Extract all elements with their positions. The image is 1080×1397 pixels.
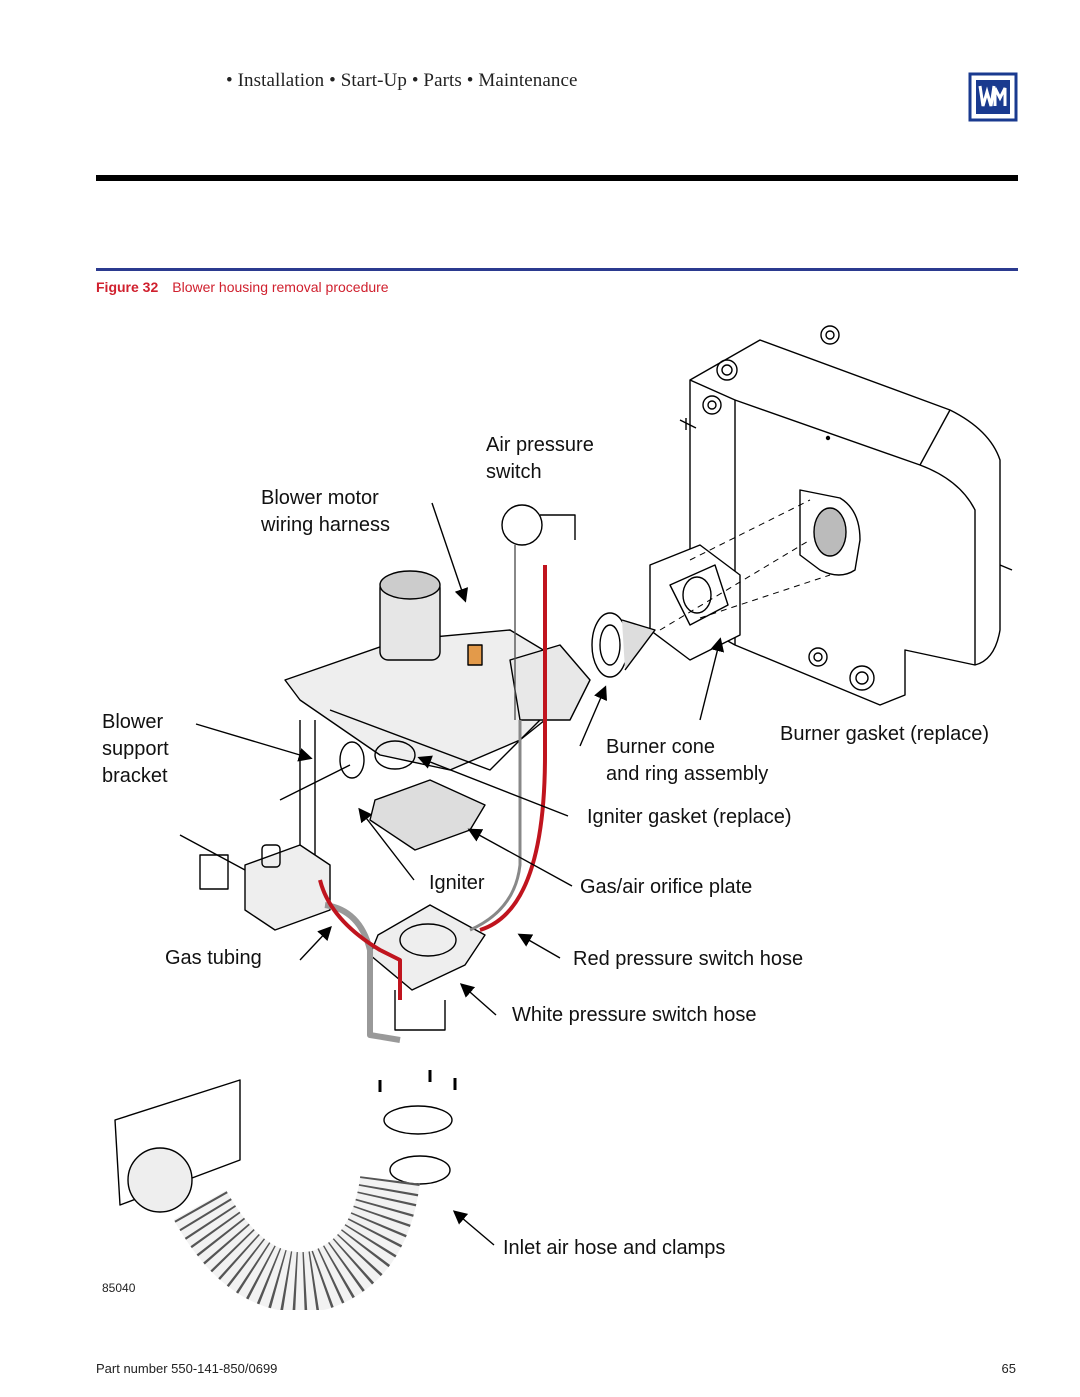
page-number: 65 (1001, 1361, 1016, 1376)
red-hose (479, 565, 547, 932)
gas-tube (324, 902, 401, 1043)
label-blower-motor-wiring-harness: Blower motor wiring harness (261, 487, 390, 536)
air-pressure-switch (501, 504, 576, 720)
label-air-pressure-switch: Air pressure switch (486, 434, 594, 483)
page-header-title: • Installation • Start-Up • Parts • Main… (226, 70, 578, 91)
burner-cone (591, 612, 656, 678)
label-blower-support-bracket: Blower support bracket (102, 711, 169, 787)
header-rule (96, 175, 1018, 181)
weil-mclain-logo (968, 72, 1018, 122)
figure-caption: Figure 32 Blower housing removal procedur… (96, 279, 389, 295)
label-red-pressure-switch-hose: Red pressure switch hose (573, 948, 804, 970)
inlet-hose (114, 1070, 457, 1310)
blower-assembly (284, 570, 591, 771)
white-hose (469, 720, 522, 932)
label-inlet-air-hose: Inlet air hose and clamps (503, 1237, 726, 1259)
blower-housing-diagram (114, 325, 1013, 1310)
figure-title: Blower housing removal procedure (172, 279, 389, 295)
heat-exchanger (679, 325, 1013, 706)
footer-part-number: Part number 550-141-850/0699 (96, 1361, 278, 1376)
igniter-gasket (369, 779, 486, 851)
figure-number: Figure 32 (96, 279, 159, 295)
orifice-plate (369, 904, 486, 1031)
label-white-pressure-switch-hose: White pressure switch hose (512, 1004, 757, 1026)
label-gas-air-orifice-plate: Gas/air orifice plate (580, 876, 753, 898)
gas-valve (179, 834, 331, 931)
label-igniter-gasket: Igniter gasket (replace) (587, 806, 792, 828)
drawing-code: 85040 (102, 1281, 136, 1295)
label-burner-gasket: Burner gasket (replace) (780, 723, 989, 745)
label-burner-cone: Burner cone and ring assembly (606, 736, 769, 785)
igniter (279, 741, 365, 801)
label-igniter: Igniter (429, 872, 485, 894)
caption-rule (96, 268, 1018, 271)
label-gas-tubing: Gas tubing (165, 947, 262, 969)
support-bracket (299, 720, 316, 861)
